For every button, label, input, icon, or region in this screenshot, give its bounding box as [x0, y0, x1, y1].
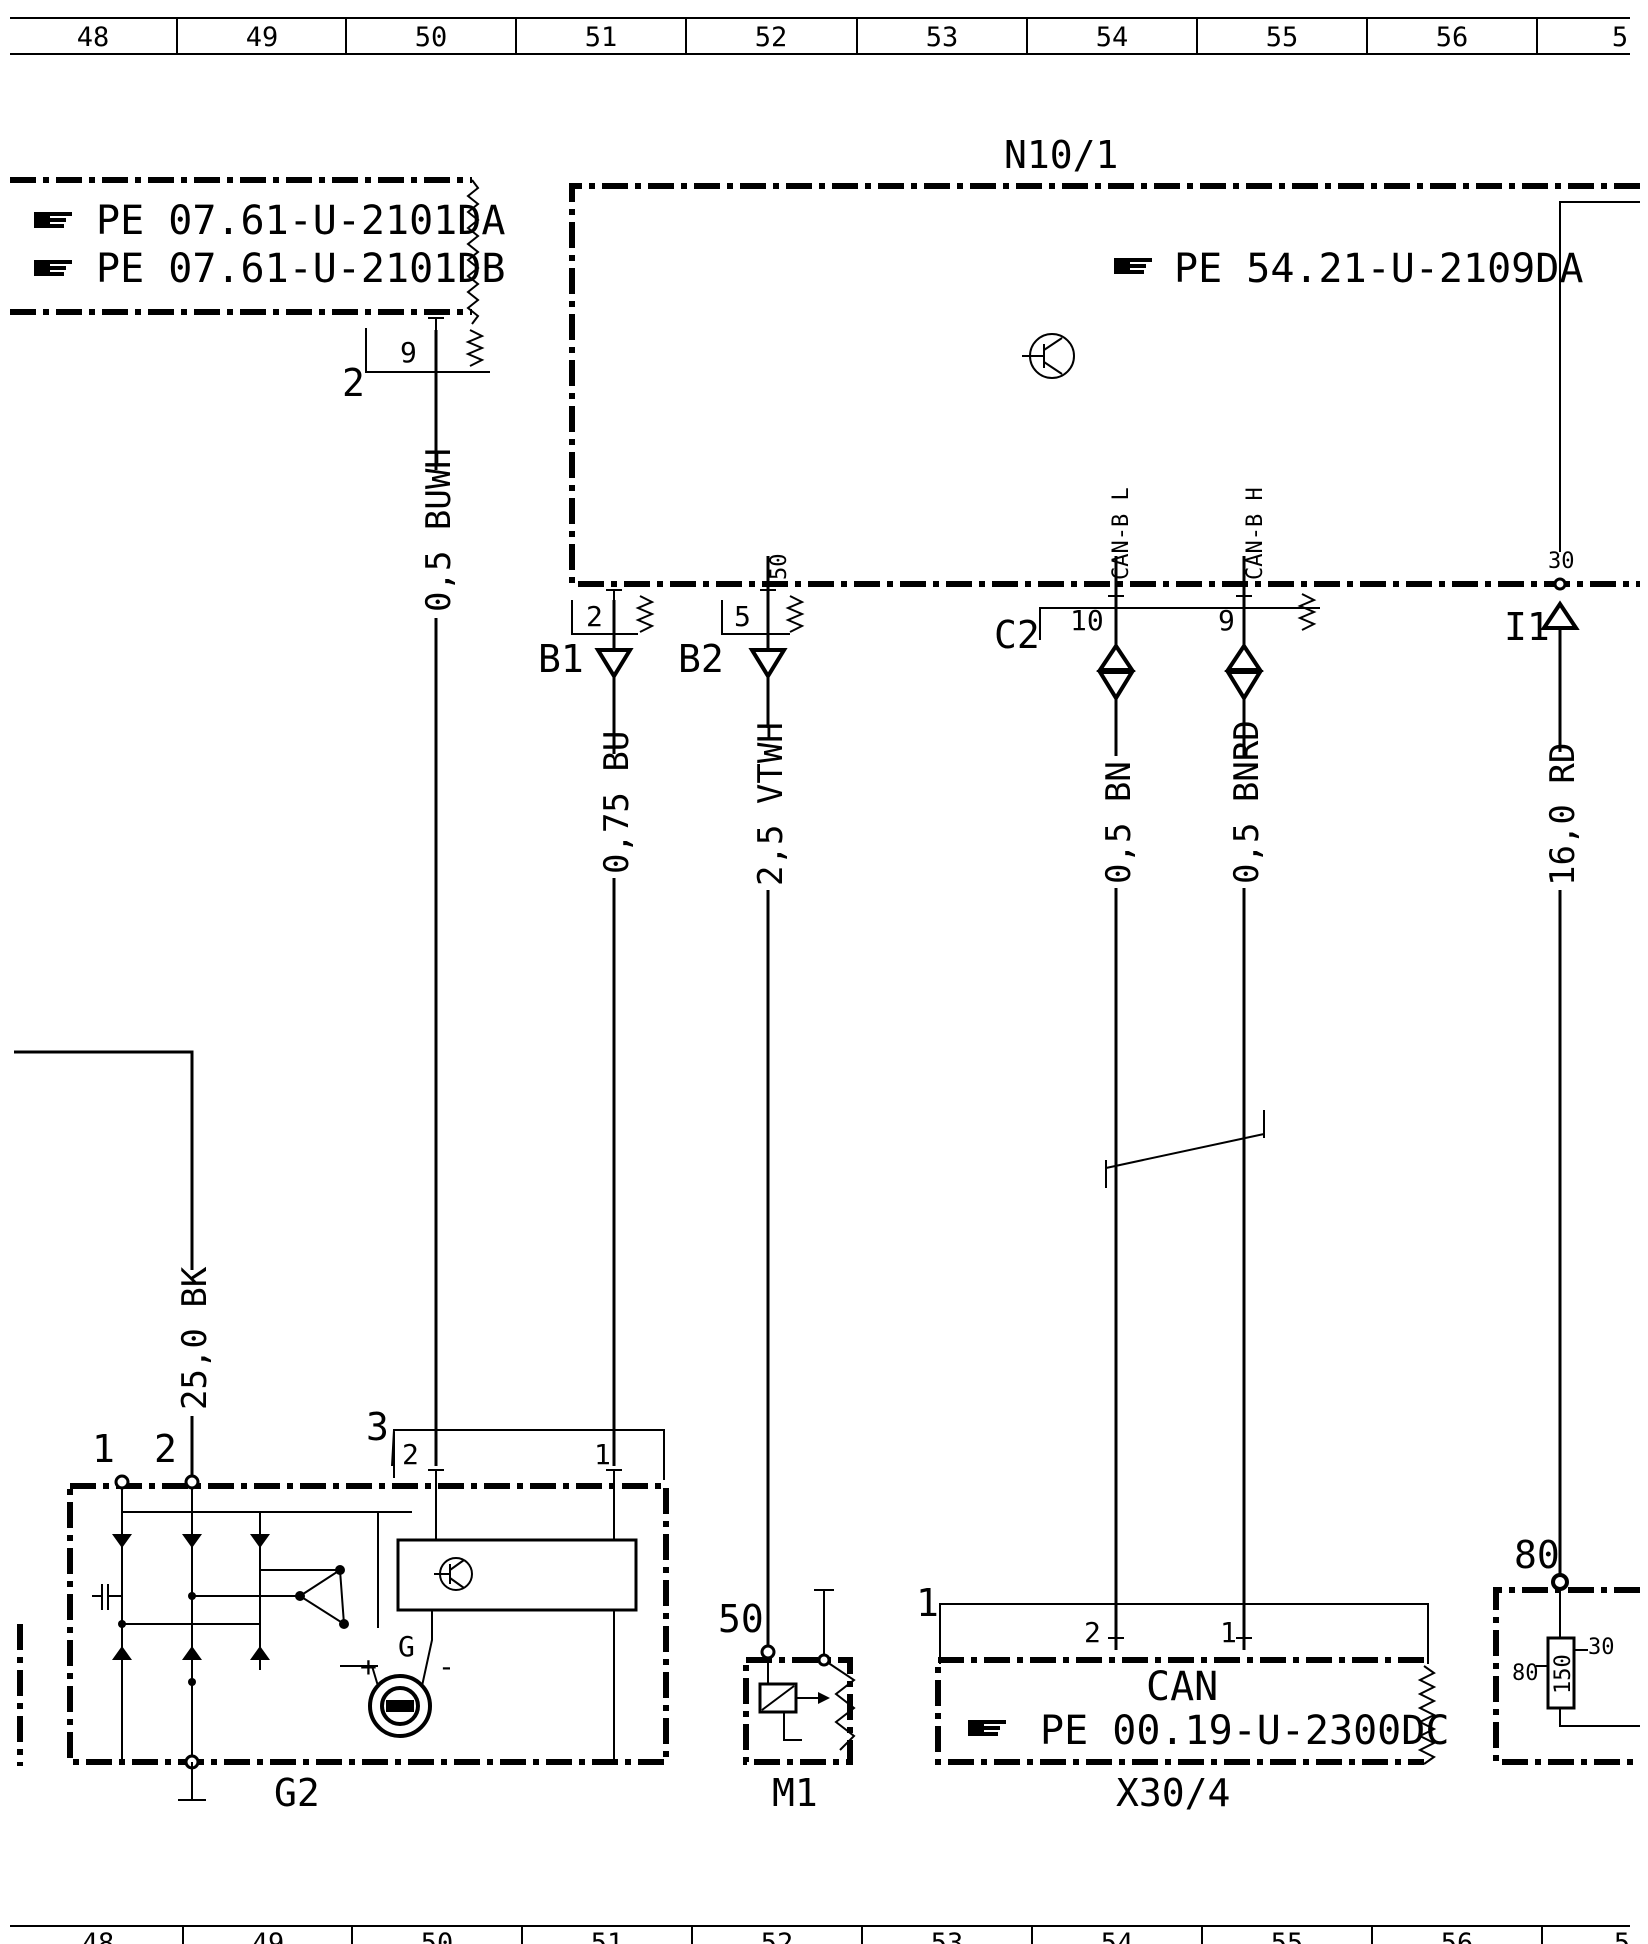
bottom-ruler: 48 49 50 51 52 53 54 55 56 5: [10, 1925, 1630, 1944]
wire-label-buwh: 0,5 BUWH: [419, 448, 459, 612]
connector-i1[interactable]: 30 I1: [1504, 549, 1580, 649]
ruler-bottom-col-56: 56: [1441, 1928, 1474, 1944]
g2-plug-pin-1: 1: [594, 1438, 611, 1471]
wire-label-bn: 0,5 BN: [1099, 761, 1139, 884]
pointing-hand-icon: [1114, 258, 1152, 274]
ruler-col-54: 54: [1096, 22, 1129, 53]
fuse-box-right: 80 80 150 30: [1493, 1533, 1640, 1765]
ruler-bottom-col-54: 54: [1101, 1928, 1134, 1944]
wire-vtwh[interactable]: 2,5 VTWH: [750, 676, 791, 1652]
ruler-col-55: 55: [1266, 22, 1299, 53]
alternator-icon: [368, 1610, 433, 1738]
fuse-inner-left: 80: [1512, 1661, 1539, 1686]
b1-label: B1: [538, 637, 584, 681]
b1-pin: 2: [586, 600, 603, 633]
alternator-field-label: G: [398, 1630, 415, 1663]
b2-label: B2: [678, 637, 724, 681]
c2-pin-can-l: 10: [1070, 604, 1104, 637]
ruler-bottom-col-53: 53: [931, 1928, 964, 1944]
transistor-icon: [1022, 333, 1075, 379]
ref-box-pin: 9: [400, 336, 417, 369]
x30-4-title: CAN: [1146, 1664, 1218, 1710]
g2-terminal-2: 2: [154, 1427, 177, 1471]
b2-pin: 5: [734, 600, 751, 633]
i1-label: I1: [1504, 605, 1550, 649]
wire-buwh[interactable]: 0,5 BUWH: [416, 330, 459, 1466]
ruler-bottom-col-57: 5: [1614, 1928, 1630, 1944]
g2-plug-label: 3: [366, 1405, 389, 1449]
pointing-hand-icon: [34, 212, 72, 228]
twisted-pair-marker: [1105, 1110, 1265, 1188]
x30-4-pin-1: 1: [1220, 1616, 1237, 1649]
reference-box-pe-07-61: PE 07.61-U-2101DA PE 07.61-U-2101DB 9 2: [10, 177, 505, 405]
bidirectional-arrow-icon: [1096, 642, 1264, 702]
ruler-col-57: 5: [1612, 22, 1628, 53]
rectifier-diodes: [92, 1488, 412, 1801]
wire-bn[interactable]: 0,5 BN: [1098, 556, 1139, 1650]
n10-1-label: N10/1: [1004, 133, 1118, 177]
ruler-col-56: 56: [1436, 22, 1469, 53]
i1-terminal: 30: [1548, 549, 1575, 574]
top-ruler: 48 49 50 51 52 53 54 55 56 5: [10, 17, 1630, 55]
ruler-col-52: 52: [755, 22, 788, 53]
reference-link-2300dc[interactable]: PE 00.19-U-2300DC: [1040, 1708, 1449, 1754]
ruler-bottom-col-52: 52: [761, 1928, 794, 1944]
ruler-col-51: 51: [585, 22, 618, 53]
ruler-col-50: 50: [415, 22, 448, 53]
x30-4-plug-label: 1: [916, 1581, 939, 1625]
pointing-hand-icon: [968, 1720, 1006, 1736]
g2-plug-pin-2: 2: [402, 1438, 419, 1471]
wire-rd[interactable]: 16,0 RD: [1542, 628, 1583, 1576]
control-unit-n10-1: N10/1 PE 54.21-U-2109DA: [569, 133, 1640, 587]
reference-link-2101da[interactable]: PE 07.61-U-2101DA: [96, 198, 505, 244]
relay-coil-icon: [758, 1660, 830, 1741]
signal-can-b-high: CAN-B H: [1243, 487, 1268, 580]
x30-4-label: X30/4: [1116, 1771, 1230, 1815]
ruler-col-49: 49: [246, 22, 279, 53]
ruler-bottom-col-48: 48: [82, 1928, 115, 1944]
reference-link-2109da[interactable]: PE 54.21-U-2109DA: [1174, 246, 1583, 292]
reference-link-2101db[interactable]: PE 07.61-U-2101DB: [96, 246, 505, 292]
c2-pin-can-h: 9: [1218, 604, 1235, 637]
b2-terminal: 50: [767, 554, 792, 581]
connector-b2[interactable]: 5 50 B2: [678, 554, 805, 682]
g2-label: G2: [274, 1771, 320, 1815]
wire-bk[interactable]: 25,0 BK: [14, 1050, 215, 1482]
ruler-bottom-col-51: 51: [591, 1928, 624, 1944]
ruler-bottom-col-50: 50: [421, 1928, 454, 1944]
connector-b1[interactable]: 2 B1: [538, 589, 655, 681]
fuse-box-terminal: 80: [1514, 1533, 1560, 1577]
stator-winding: [295, 1565, 349, 1629]
g2-terminal-1: 1: [92, 1427, 115, 1471]
fuse-inner-right: 30: [1588, 1635, 1615, 1660]
signal-can-b-low: CAN-B L: [1109, 487, 1134, 580]
starter-m1: 50 M1: [718, 1589, 856, 1815]
m1-terminal: 50: [718, 1597, 764, 1641]
alternator-g2: 1 2 3 2 1: [67, 1405, 669, 1815]
x30-4-pin-2: 2: [1084, 1616, 1101, 1649]
ruler-col-48: 48: [77, 22, 110, 53]
wire-label-bu: 0,75 BU: [597, 731, 637, 874]
connector-c2[interactable]: C2 10 9 CAN-B L CAN-B H: [994, 487, 1320, 702]
ruler-col-53: 53: [926, 22, 959, 53]
wire-bu[interactable]: 0,75 BU: [596, 676, 637, 1466]
wire-label-bk: 25,0 BK: [175, 1266, 215, 1410]
alternator-plus: +: [360, 1650, 377, 1683]
wire-label-vtwh: 2,5 VTWH: [751, 722, 791, 886]
ruler-bottom-col-55: 55: [1271, 1928, 1304, 1944]
transistor-icon: [434, 1557, 473, 1591]
ruler-bottom-col-49: 49: [252, 1928, 285, 1944]
wire-label-rd: 16,0 RD: [1543, 743, 1583, 886]
fuse-value: 150: [1551, 1654, 1576, 1694]
m1-label: M1: [772, 1771, 818, 1815]
can-connector-x30-4: 1 2 1 CAN PE 00.19-U-2300DC X30/4: [916, 1581, 1449, 1815]
alternator-minus: -: [438, 1650, 455, 1683]
wire-label-bnrd: 0,5 BNRD: [1227, 720, 1267, 884]
pointing-hand-icon: [34, 260, 72, 276]
ref-box-connector-label: 2: [342, 361, 365, 405]
wire-bnrd[interactable]: 0,5 BNRD: [1226, 556, 1267, 1650]
c2-label: C2: [994, 613, 1040, 657]
regulator-box: [340, 1478, 638, 1762]
